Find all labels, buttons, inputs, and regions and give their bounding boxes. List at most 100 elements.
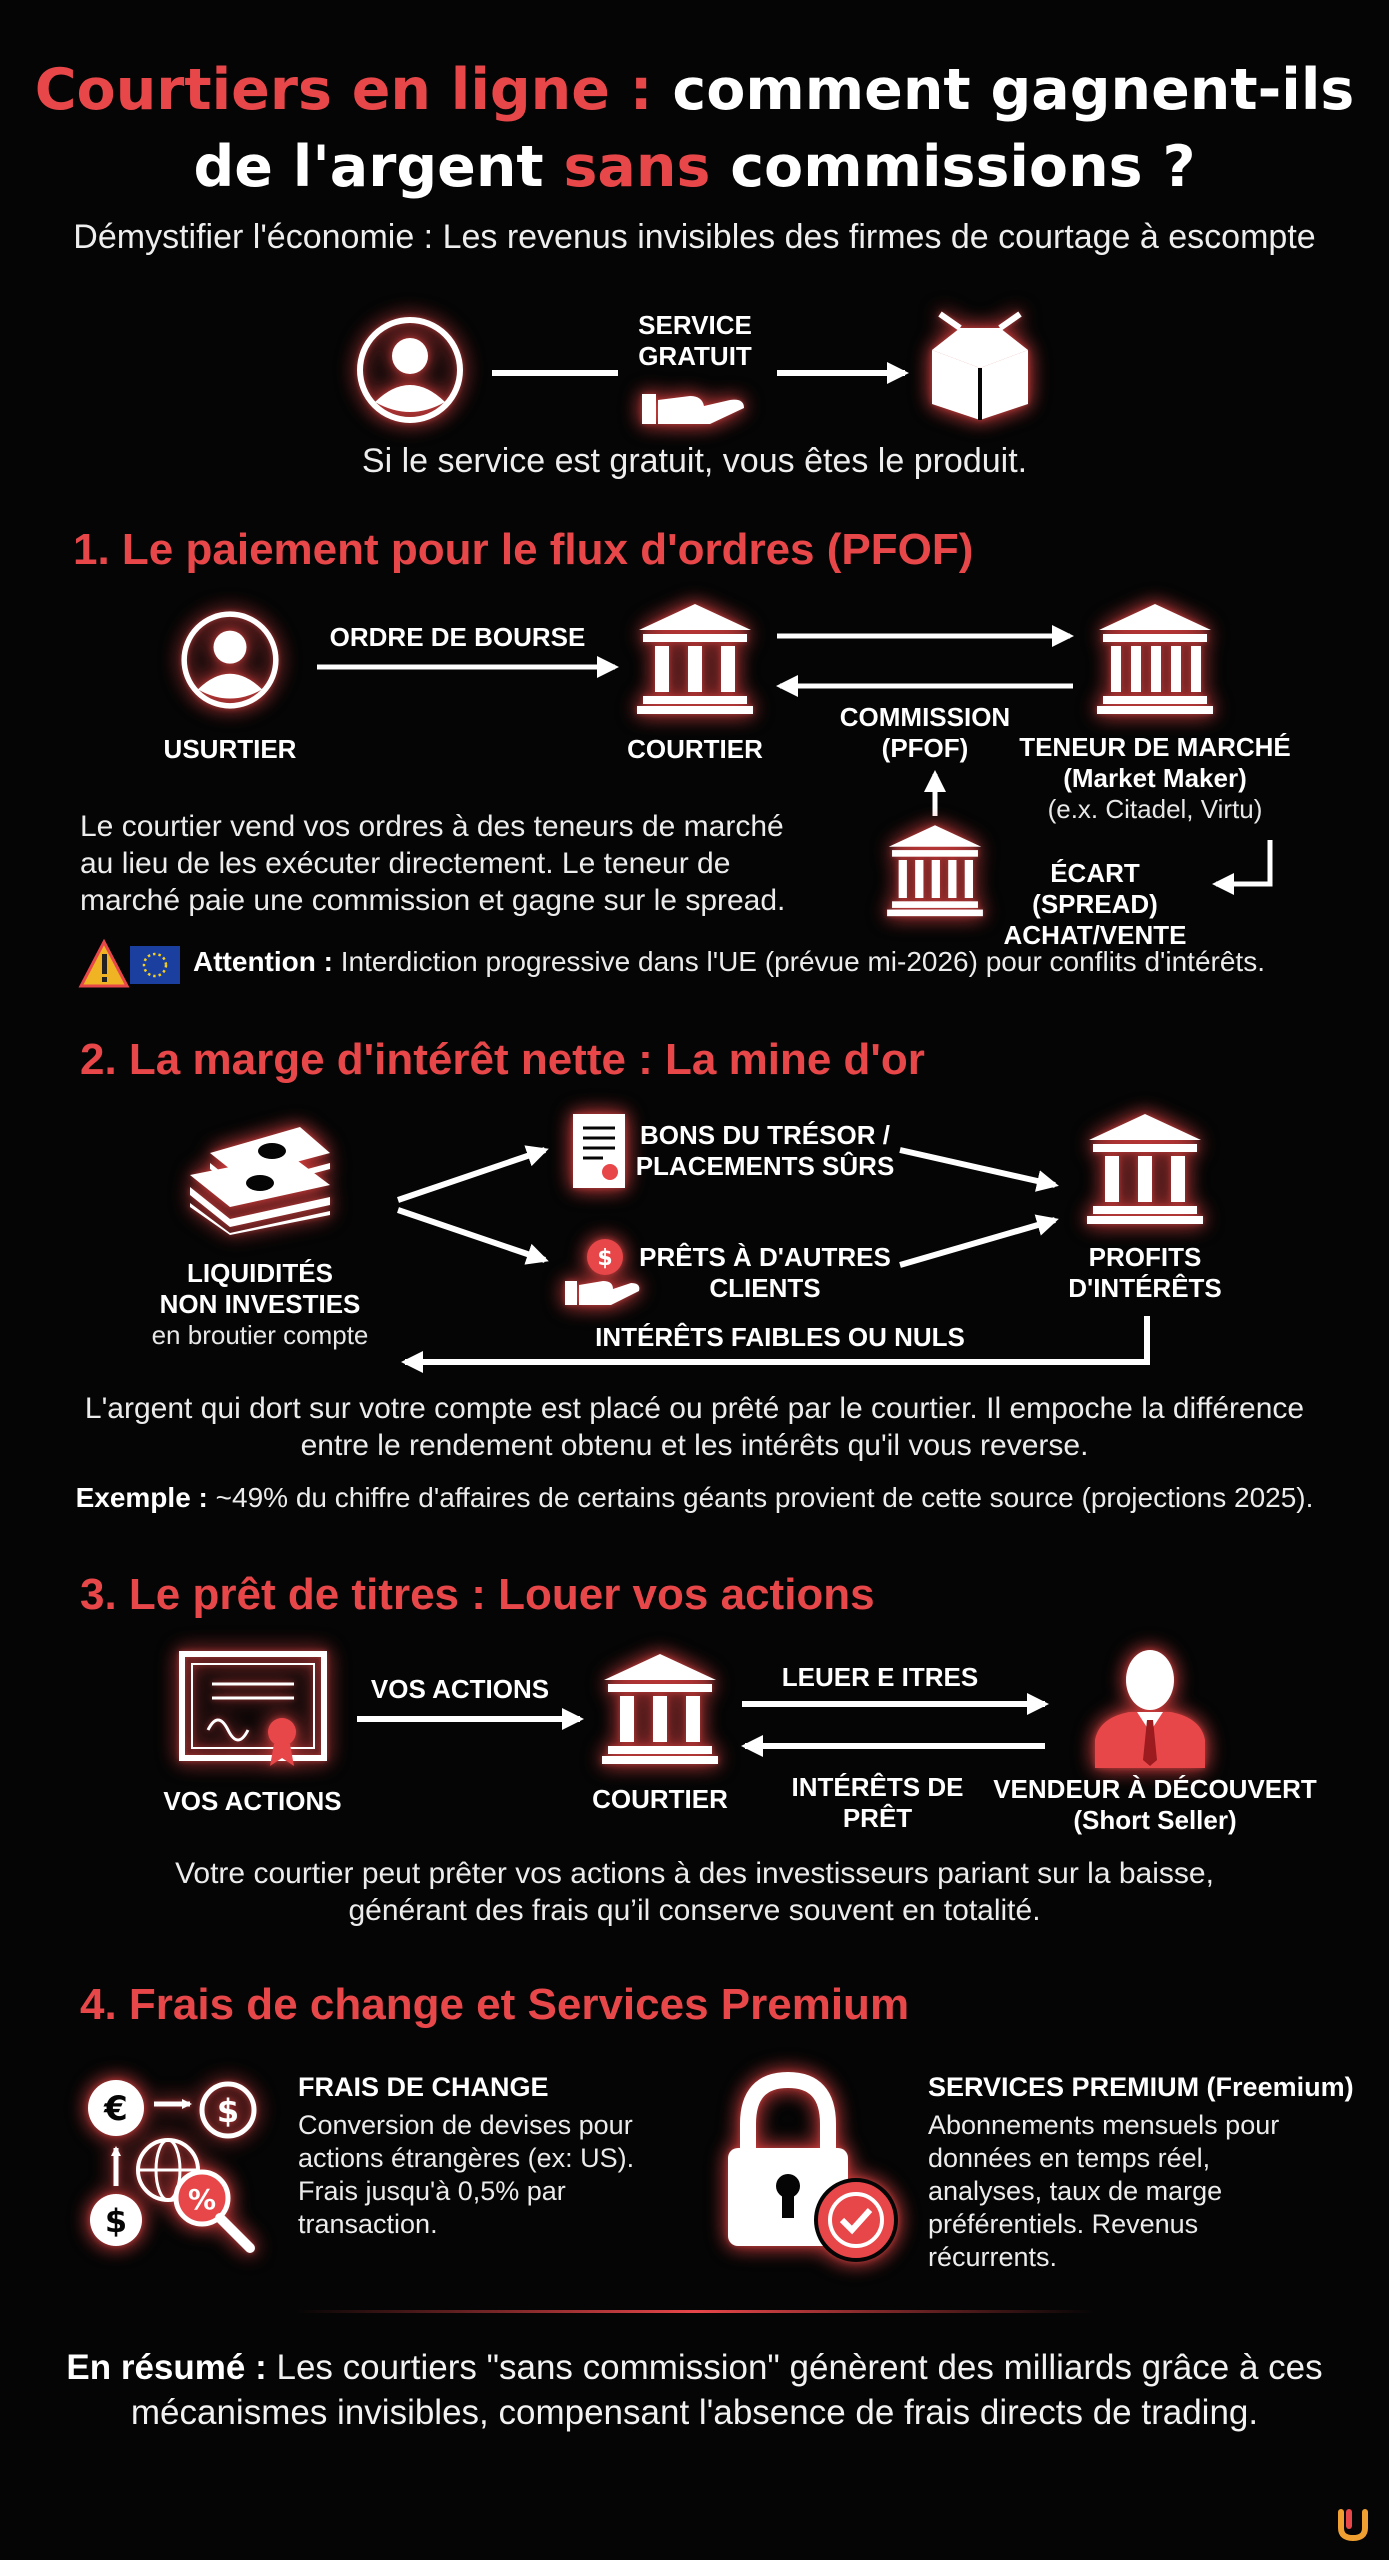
loan-interest-label: INTÉRÊTS DE PRÊT (791, 1772, 964, 1833)
short-seller-line1: VENDEUR À DÉCOUVERT (993, 1774, 1317, 1804)
bank-icon-broker-s3 (602, 1654, 718, 1764)
premium-block: SERVICES PREMIUM (Freemium) Abonnements … (928, 2072, 1358, 2274)
spread-line2: ACHAT/VENTE (1003, 920, 1187, 950)
subtitle: Démystifier l'économie : Les revenus inv… (73, 218, 1316, 256)
lending-arrows (741, 1693, 1049, 1757)
intro-caption: Si le service est gratuit, vous êtes le … (361, 442, 1028, 480)
section2-example: Exemple : ~49% du chiffre d'affaires de … (0, 1482, 1389, 1514)
svg-text:$: $ (105, 2202, 127, 2240)
return-arrow (1212, 840, 1273, 895)
service-label-line1: SERVICE (638, 310, 752, 340)
section1-desc-line1: Le courtier vend vos ordres à des teneur… (80, 810, 784, 843)
title-part5: commissions ? (730, 134, 1196, 200)
lend-label: LEUER E ITRES (781, 1662, 979, 1692)
currency-exchange-icon: € $ $ % (88, 2080, 257, 2253)
warning-body: Interdiction progressive dans l'UE (prév… (340, 946, 1265, 977)
premium-title: SERVICES PREMIUM (Freemium) (928, 2072, 1354, 2102)
summary-line1: Les courtiers "sans commission" génèrent… (276, 2348, 1323, 2387)
treasury-line2: PLACEMENTS SÛRS (635, 1151, 895, 1181)
short-seller-icon (1095, 1650, 1205, 1768)
section3-title: 3. Le prêt de titres : Louer vos actions (80, 1570, 875, 1619)
up-arrow (924, 770, 946, 816)
service-label-line2: GRATUIT (638, 341, 752, 371)
section1-description: Le courtier vend vos ordres à des teneur… (80, 808, 840, 919)
premium-line3: analyses, taux de marge (928, 2176, 1223, 2206)
short-seller-line2: (Short Seller) (1073, 1805, 1237, 1835)
market-maker-line1: TENEUR DE MARCHÉ (1019, 732, 1291, 762)
premium-line1: Abonnements mensuels pour (928, 2110, 1280, 2140)
user-label: USURTIER (163, 734, 297, 764)
spread-label: ÉCART (SPREAD) ACHAT/VENTE (985, 858, 1205, 951)
certificate-icon (179, 1651, 327, 1766)
split-arrows (397, 1145, 549, 1265)
cash-label: LIQUIDITÉS NON INVESTIES en broutier com… (135, 1258, 385, 1351)
svg-text:$: $ (217, 2092, 239, 2130)
low-interest-arrow (401, 1316, 1150, 1373)
premium-line5: récurrents. (928, 2242, 1058, 2272)
example-body: ~49% du chiffre d'affaires de certains g… (215, 1482, 1314, 1513)
user-icon (181, 611, 279, 709)
intro-arrow (777, 362, 909, 384)
section3-description: Votre courtier peut prêter vos actions à… (0, 1855, 1389, 1929)
svg-text:%: % (188, 2183, 216, 2216)
fx-title: FRAIS DE CHANGE (298, 2072, 549, 2102)
loans-line1: PRÊTS À D'AUTRES (639, 1242, 891, 1272)
fx-line2: actions étrangères (ex: US). (298, 2143, 635, 2173)
fx-line1: Conversion de devises pour (298, 2110, 633, 2140)
box-icon (932, 311, 1028, 420)
market-maker-line2: (Market Maker) (1063, 763, 1247, 793)
profits-line2: D'INTÉRÊTS (1068, 1273, 1222, 1303)
market-maker-label: TENEUR DE MARCHÉ (Market Maker) (e.x. Ci… (1010, 732, 1300, 825)
example-bold: Exemple : (75, 1482, 208, 1513)
loan-hand-icon: $ (565, 1239, 640, 1305)
bank-icon-broker (637, 604, 753, 714)
bank-icon-spread (887, 825, 983, 917)
section2-desc-line2: entre le rendement obtenu et les intérêt… (300, 1429, 1089, 1462)
intro-line (492, 370, 618, 376)
hand-icon (642, 394, 744, 424)
bank-icon-market-maker (1097, 604, 1213, 714)
loans-line2: CLIENTS (709, 1273, 821, 1303)
section3-desc-line2: générant des frais qu’il conserve souven… (348, 1894, 1041, 1927)
warning-bold: Attention : (193, 946, 333, 977)
svg-text:$: $ (597, 1246, 612, 1271)
section2-desc-line1: L'argent qui dort sur votre compte est p… (84, 1392, 1305, 1425)
cash-line2: NON INVESTIES (159, 1289, 361, 1319)
section1-desc-line3: marché paie une commission et gagne sur … (80, 884, 786, 917)
summary-line1-wrap: En résumé : Les courtiers "sans commissi… (0, 2345, 1389, 2390)
broker-label: COURTIER (627, 734, 763, 764)
section4-title: 4. Frais de change et Services Premium (80, 1980, 910, 2029)
spread-line1: ÉCART (SPREAD) (1032, 858, 1158, 919)
cash-stack-icon (190, 1127, 330, 1235)
summary-bold: En résumé : (66, 2348, 267, 2387)
bank-icon-profits (1087, 1114, 1203, 1224)
pfof-arrows (776, 625, 1074, 697)
page-title: Courtiers en ligne : comment gagnent-ils… (0, 52, 1389, 206)
treasury-document-icon (573, 1114, 625, 1188)
cash-line1: LIQUIDITÉS (187, 1258, 333, 1288)
title-part3: de l'argent (193, 134, 544, 200)
summary-line2: mécanismes invisibles, compensant l'abse… (130, 2393, 1259, 2432)
profits-label: PROFITS D'INTÉRÊTS (1045, 1242, 1245, 1304)
merge-arrows (899, 1147, 1059, 1268)
section2-description: L'argent qui dort sur votre compte est p… (0, 1390, 1389, 1464)
section2-title: 2. La marge d'intérêt nette : La mine d'… (80, 1035, 925, 1084)
order-label: ORDRE DE BOURSE (329, 622, 586, 652)
market-maker-line3: (e.x. Citadel, Virtu) (1047, 794, 1263, 824)
fx-block: FRAIS DE CHANGE Conversion de devises po… (298, 2072, 688, 2241)
short-seller-label: VENDEUR À DÉCOUVERT (Short Seller) (990, 1774, 1320, 1836)
warning-icon (78, 938, 180, 988)
title-part4: sans (563, 134, 711, 200)
low-interest-label: INTÉRÊTS FAIBLES OU NULS (595, 1322, 965, 1352)
cash-line3: en broutier compte (151, 1320, 369, 1350)
service-label: SERVICE GRATUIT (620, 310, 770, 372)
summary: En résumé : Les courtiers "sans commissi… (0, 2345, 1389, 2435)
your-shares-label: VOS ACTIONS (163, 1786, 342, 1816)
premium-line2: données en temps réel, (928, 2143, 1211, 2173)
treasury-label: BONS DU TRÉSOR / PLACEMENTS SÛRS (625, 1120, 905, 1182)
broker-label-s3: COURTIER (592, 1784, 728, 1814)
user-icon (357, 317, 463, 423)
commission-label: COMMISSION (PFOF) (825, 702, 1025, 764)
commission-line1: COMMISSION (839, 702, 1011, 732)
fx-line4: transaction. (298, 2209, 438, 2239)
